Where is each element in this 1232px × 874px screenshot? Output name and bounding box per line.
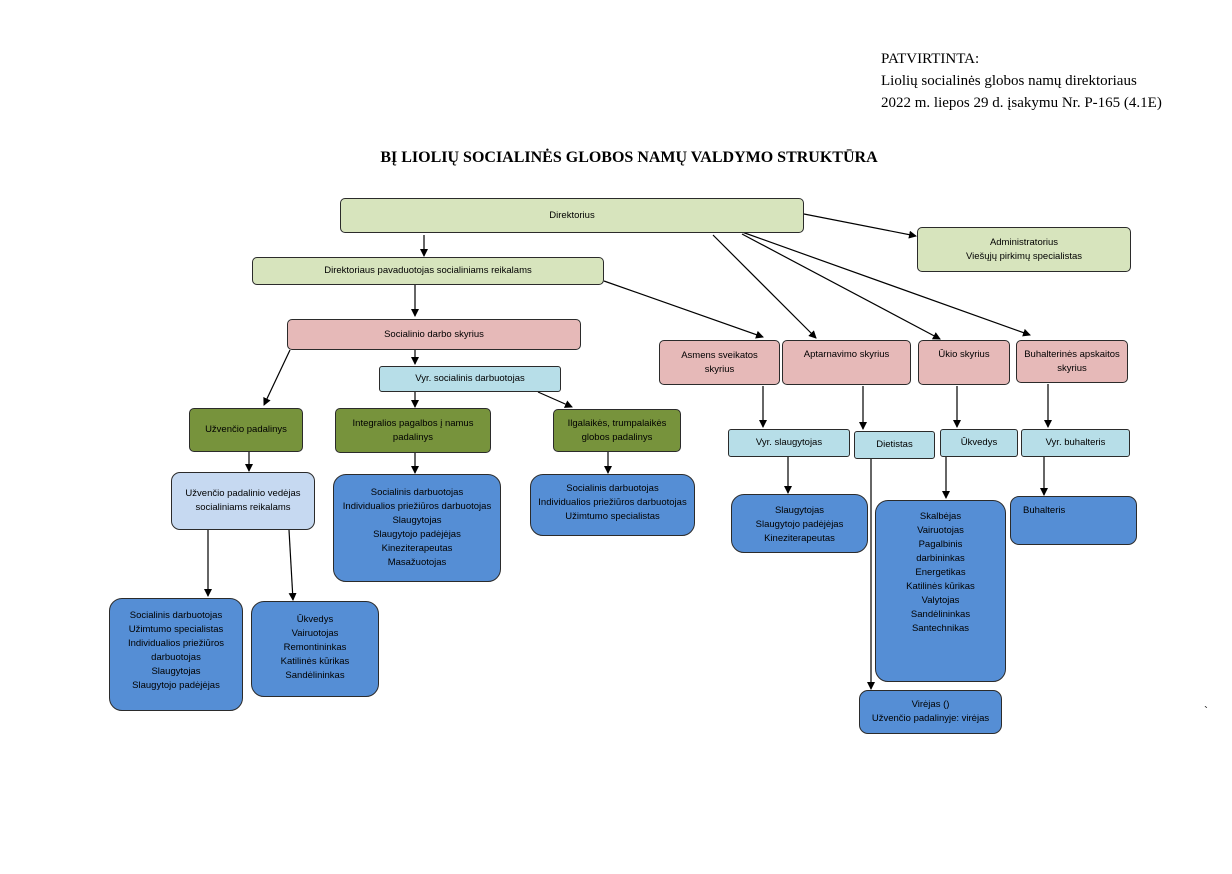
box-vyr-buhalteris-label: Vyr. buhalteris [1045,437,1106,448]
box-uzvencio-staff-2: Ūkvedys Vairuotojas Remontininkas Katili… [251,601,379,697]
box-buhalteris: Buhalteris [1010,496,1137,545]
staff-item: Kineziterapeutas [381,543,453,554]
box-administratorius-line1: Administratorius [989,236,1059,248]
box-pavaduotojas-label: Direktoriaus pavaduotojas socialiniams r… [324,265,532,276]
box-administratorius: Administratorius Viešųjų pirkimų special… [917,227,1131,272]
box-vyr-socialinis-darbuotojas: Vyr. socialinis darbuotojas [379,366,561,392]
box-buhalterines-line2: skyrius [1057,362,1087,374]
box-buhalterines-line1: Buhalterinės apskaitos [1024,348,1120,360]
box-aptarnavimo-label: Aptarnavimo skyrius [803,349,890,360]
arrow-direktorius-administratorius [803,213,917,239]
arrow-vyrsocialinis-ilgalaikes [537,391,573,408]
box-pavaduotojas: Direktoriaus pavaduotojas socialiniams r… [252,257,604,285]
staff-item: Individualios priežiūros [127,638,225,649]
box-ukio-skyrius: Ūkio skyrius [918,340,1010,385]
staff-item: Slaugytojo padėjėjas [373,529,461,540]
staff-item: Užimtumo specialistas [128,624,224,635]
staff-item: Slaugytojas [392,515,442,526]
staff-item: Ūkvedys [296,614,334,625]
staff-item: darbininkas [916,553,965,564]
box-direktorius: Direktorius [340,198,804,233]
box-uzvencio-vedejas-line2: socialiniams reikalams [195,502,291,513]
box-uzvencio-vedejas: Užvenčio padalinio vedėjas socialiniams … [171,472,315,530]
box-socialinio-darbo-label: Socialinio darbo skyrius [384,328,484,340]
box-integralios-staff: Socialinis darbuotojas Individualios pri… [333,474,501,582]
approval-line-1: PATVIRTINTA: [881,51,980,67]
staff-item: Slaugytojo padėjėjas [132,680,220,691]
box-integralios-padalinys: Integralios pagalbos į namus padalinys [335,408,491,453]
staff-item: Katilinės kūrikas [906,581,975,592]
box-vyr-buhalteris: Vyr. buhalteris [1021,429,1130,457]
staff-item: Sandėlininkas [285,670,345,681]
arrow-socialinio-uzvencio [263,349,291,406]
box-uzvencio-staff-1: Socialinis darbuotojas Užimtumo speciali… [109,598,243,711]
arrow-vedejas-staff2 [288,529,297,601]
staff-item: Sandėlininkas [910,609,971,620]
staff-item: Individualios priežiūros darbuotojas [538,497,687,508]
box-ilgalaikes-line1: Ilgalaikės, trumpalaikės [567,417,667,429]
staff-item: Individualios priežiūros darbuotojas [342,501,492,512]
staff-item: Slaugytojas [151,666,201,677]
box-sveikatos-staff: Slaugytojas Slaugytojo padėjėjas Kinezit… [731,494,868,553]
staff-item: Slaugytojas [774,505,825,516]
box-aptarnavimo-skyrius: Aptarnavimo skyrius [782,340,911,385]
staff-item: Santechnikas [911,623,970,634]
staff-item: Kineziterapeutas [764,533,835,544]
staff-item: Remontininkas [283,642,347,653]
stray-mark: ` [1204,704,1208,718]
approval-line-3: 2022 m. liepos 29 d. įsakymu Nr. P-165 (… [881,95,1162,111]
box-vyr-socialinis-label: Vyr. socialinis darbuotojas [415,373,525,384]
staff-item: darbuotojas [151,652,201,663]
box-uzvencio-padalinys: Užvenčio padalinys [189,408,303,452]
arrow-direktorius-buhalterines [741,231,1031,337]
box-ukio-staff: Skalbėjas Vairuotojas Pagalbinis darbini… [875,500,1006,682]
box-integralios-line2: padalinys [392,431,434,443]
box-dietistas: Dietistas [854,431,935,459]
staff-item: Valytojas [921,595,960,606]
box-vyr-slaugytojas-label: Vyr. slaugytojas [755,437,823,448]
staff-item: Užvenčio padalinyje: virėjas [871,713,990,724]
box-virejas: Virėjas () Užvenčio padalinyje: virėjas [859,690,1002,734]
approval-line-2: Liolių socialinės globos namų direktoria… [881,73,1137,89]
staff-item: Masažuotojas [387,557,447,568]
staff-item: Skalbėjas [919,511,962,522]
staff-item: Socialinis darbuotojas [370,487,464,498]
staff-item: Energetikas [915,567,966,578]
box-ukvedys-label: Ūkvedys [960,437,998,448]
staff-item: Užimtumo specialistas [565,511,660,522]
box-ukio-label: Ūkio skyrius [938,349,990,360]
staff-item: Buhalteris [1023,505,1066,516]
page-title: BĮ LIOLIŲ SOCIALINĖS GLOBOS NAMŲ VALDYMO… [380,149,878,166]
staff-item: Slaugytojo padėjėjas [755,519,844,530]
staff-item: Pagalbinis [918,539,963,550]
box-dietistas-label: Dietistas [876,439,913,450]
box-ilgalaikes-line2: globos padalinys [581,431,653,443]
arrow-pavaduotojas-asmens [603,280,764,339]
staff-item: Vairuotojas [917,525,964,536]
staff-item: Socialinis darbuotojas [566,483,659,494]
staff-item: Virėjas () [911,699,950,710]
staff-item: Katilinės kūrikas [280,656,350,667]
approval-block: PATVIRTINTA: Liolių socialinės globos na… [881,48,1162,114]
box-ilgalaikes-staff: Socialinis darbuotojas Individualios pri… [530,474,695,536]
box-integralios-line1: Integralios pagalbos į namus [352,417,474,429]
box-direktorius-label: Direktorius [549,209,595,221]
box-ukvedys: Ūkvedys [940,429,1018,457]
box-buhalterines-skyrius: Buhalterinės apskaitos skyrius [1016,340,1128,383]
arrow-direktorius-ukio [741,233,941,340]
arrow-direktorius-aptarnavimo [712,234,817,339]
box-socialinio-darbo-skyrius: Socialinio darbo skyrius [287,319,581,350]
box-asmens-line1: Asmens sveikatos [681,349,758,361]
box-administratorius-line2: Viešųjų pirkimų specialistas [966,250,1082,262]
box-asmens-sveikatos-skyrius: Asmens sveikatos skyrius [659,340,780,385]
staff-item: Socialinis darbuotojas [129,610,223,621]
staff-item: Vairuotojas [291,628,339,639]
box-asmens-line2: skyrius [704,363,735,375]
box-uzvencio-padalinys-label: Užvenčio padalinys [205,424,287,435]
box-vyr-slaugytojas: Vyr. slaugytojas [728,429,850,457]
box-uzvencio-vedejas-line1: Užvenčio padalinio vedėjas [185,488,301,499]
box-ilgalaikes-padalinys: Ilgalaikės, trumpalaikės globos padaliny… [553,409,681,452]
